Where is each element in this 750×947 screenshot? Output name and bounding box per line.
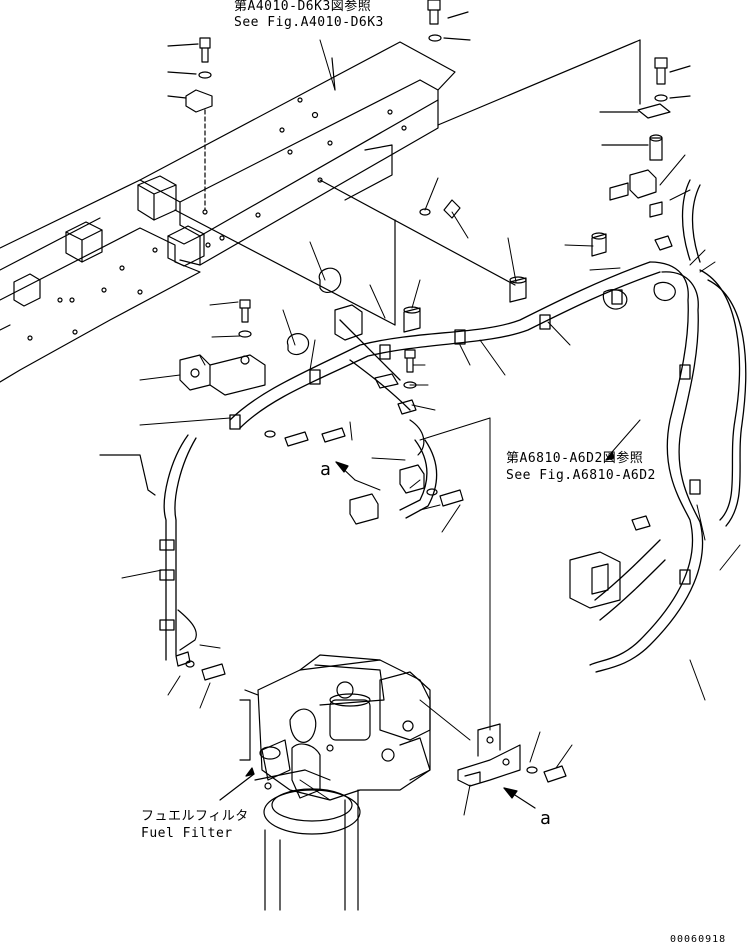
leader-line xyxy=(175,210,395,325)
top-reference-en: See Fig.A4010-D6K3 xyxy=(234,15,384,30)
top-right-bolt-group xyxy=(428,0,470,41)
leader-lines xyxy=(122,40,740,815)
fuel-filter-arrow xyxy=(246,768,254,776)
right-reference-en: See Fig.A6810-A6D2 xyxy=(506,468,656,483)
view-marker-a-upper: a xyxy=(320,459,332,480)
right-reference-jp: 第A6810-A6D2図参照 xyxy=(506,451,644,466)
frame-rail xyxy=(0,42,455,382)
top-reference-jp: 第A4010-D6K3図参照 xyxy=(234,0,372,14)
drawing-number: 00060918 xyxy=(670,934,727,945)
leader-line xyxy=(438,40,640,125)
mounting-bracket xyxy=(458,724,566,786)
right-top-bolt-group xyxy=(600,58,690,160)
leader-line xyxy=(320,180,515,285)
fuel-filter-label-jp: フュエルフィルタ xyxy=(141,809,249,824)
fuel-filter-label-en: Fuel Filter xyxy=(141,826,233,841)
fuel-filter-leader xyxy=(220,774,254,800)
top-left-bolt-group xyxy=(168,38,212,210)
view-arrows xyxy=(332,58,614,808)
wire-harness xyxy=(160,180,746,672)
view-marker-a-lower: a xyxy=(540,808,552,829)
fuel-filter-assembly xyxy=(240,655,430,910)
connectors-and-brackets xyxy=(100,170,675,680)
